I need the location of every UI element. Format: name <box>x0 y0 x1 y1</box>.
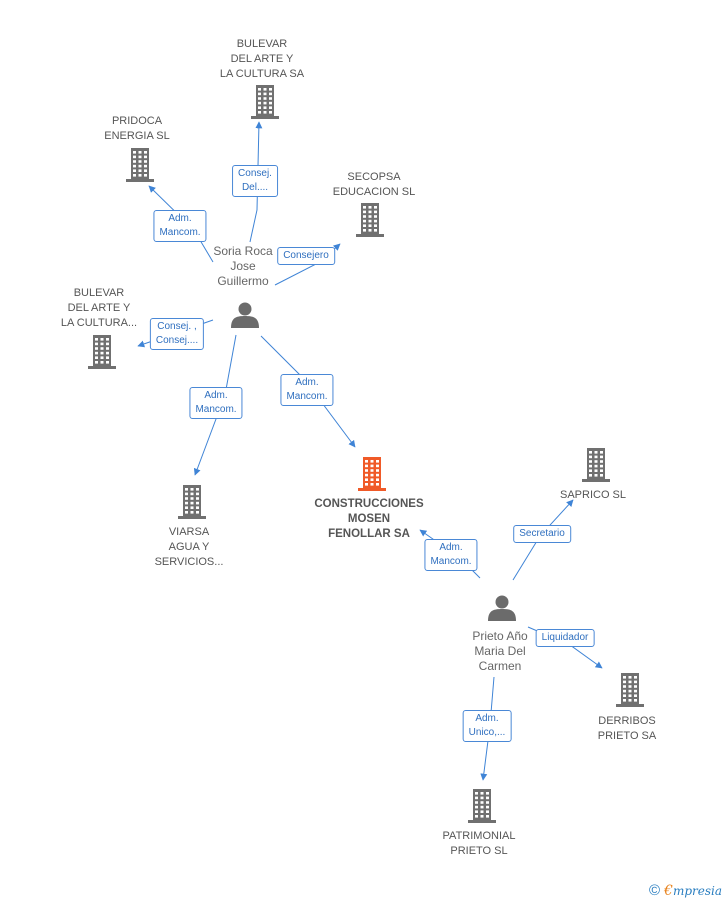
copyright-symbol: © <box>648 882 661 899</box>
building-icon-derribos[interactable] <box>616 673 644 707</box>
building-icon-construcciones[interactable] <box>358 457 386 491</box>
node-label-saprico[interactable]: SAPRICO SL <box>559 489 627 501</box>
edge-e1 <box>249 121 263 243</box>
building-icon-patrimonial[interactable] <box>468 789 496 823</box>
edge-label-e6[interactable]: Adm. Mancom. <box>280 374 334 406</box>
building-icon-viarsa[interactable] <box>178 485 206 519</box>
node-label-pridoca[interactable]: PRIDOCA ENERGIA SL <box>104 115 170 142</box>
building-icon-bulevar2[interactable] <box>88 335 116 369</box>
building-icon-saprico[interactable] <box>582 448 610 482</box>
node-label-soria[interactable]: Soria Roca Jose Guillermo <box>213 244 273 288</box>
empresia-logo: ©€mpresia <box>649 882 722 899</box>
node-label-viarsa[interactable]: VIARSA AGUA Y SERVICIOS... <box>154 526 224 568</box>
edge-label-e1[interactable]: Consej. Del.... <box>232 165 278 197</box>
building-icon-secopsa[interactable] <box>356 203 384 237</box>
node-label-derribos[interactable]: DERRIBOS PRIETO SA <box>597 715 657 742</box>
edge-label-e2[interactable]: Adm. Mancom. <box>153 210 207 242</box>
building-icon-bulevar1[interactable] <box>251 85 279 119</box>
edge-label-e4[interactable]: Consej. , Consej.... <box>149 318 205 350</box>
brand-first-letter: € <box>664 883 673 899</box>
person-icon-soria[interactable] <box>231 302 259 329</box>
person-icon-prieto[interactable] <box>488 595 516 622</box>
node-label-prieto[interactable]: Prieto Año Maria Del Carmen <box>472 629 528 673</box>
edge-label-e9[interactable]: Liquidador <box>535 629 595 647</box>
brand-name: mpresia <box>672 884 722 898</box>
node-label-patrimonial[interactable]: PATRIMONIAL PRIETO SL <box>442 830 516 857</box>
building-icon-pridoca[interactable] <box>126 148 154 182</box>
edge-label-e8[interactable]: Secretario <box>513 525 571 543</box>
edge-label-e5[interactable]: Adm. Mancom. <box>189 387 243 419</box>
edge-label-e7[interactable]: Adm. Mancom. <box>424 539 478 571</box>
node-label-secopsa[interactable]: SECOPSA EDUCACION SL <box>332 171 416 198</box>
node-label-bulevar1[interactable]: BULEVAR DEL ARTE Y LA CULTURA SA <box>219 38 305 80</box>
node-label-bulevar2[interactable]: BULEVAR DEL ARTE Y LA CULTURA... <box>60 287 138 329</box>
edge-label-e10[interactable]: Adm. Unico,... <box>462 710 512 742</box>
node-label-construcciones[interactable]: CONSTRUCCIONES MOSEN FENOLLAR SA <box>314 498 424 540</box>
edge-label-e3[interactable]: Consejero <box>277 247 335 265</box>
